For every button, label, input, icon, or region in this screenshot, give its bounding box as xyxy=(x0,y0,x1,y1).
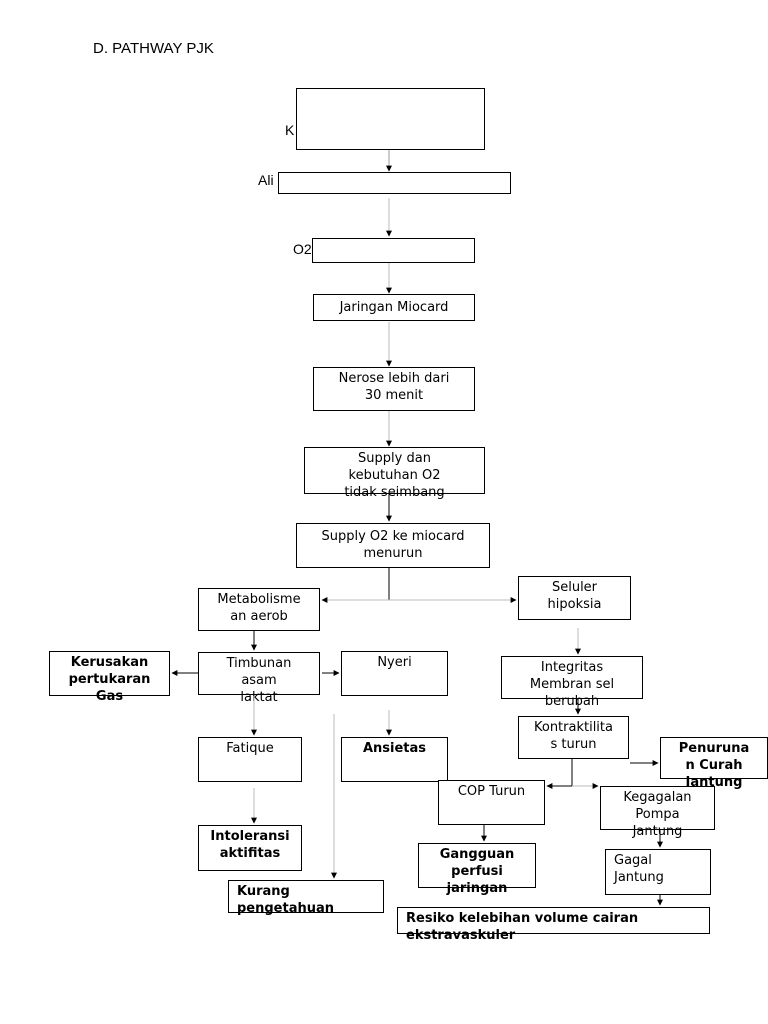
node-nyeri: Nyeri xyxy=(341,651,448,696)
node-gangguan-perfusi: Gangguan perfusi jaringan xyxy=(418,843,536,896)
node-jaringan-miocard: Jaringan Miocard xyxy=(313,294,475,321)
node-kerusakan: Kerusakan pertukaran Gas xyxy=(49,651,170,704)
node-kegagalan-pompa: Kegagalan Pompa Jantung xyxy=(600,786,715,839)
node-resiko: Resiko kelebihan volume cairan ekstravas… xyxy=(397,907,710,943)
node-intoleransi: Intoleransi aktifitas xyxy=(198,825,302,871)
node-ansietas: Ansietas xyxy=(341,737,448,782)
label-ali: Ali xyxy=(258,172,274,188)
node-penurunan-curah: Penuruna n Curah Jantung xyxy=(660,737,768,790)
node-ali-box xyxy=(278,172,511,194)
label-k: K xyxy=(285,122,295,138)
node-top-box xyxy=(296,88,485,150)
node-timbunan: Timbunan asam laktat xyxy=(198,652,320,705)
node-nerose: Nerose lebih dari 30 menit xyxy=(313,367,475,411)
page-title: D. PATHWAY PJK xyxy=(93,40,214,57)
node-o2-box xyxy=(312,238,475,263)
node-metabolisme: Metabolisme an aerob xyxy=(198,588,320,631)
node-supply-o2-menurun: Supply O2 ke miocard menurun xyxy=(296,523,490,568)
node-gagal-jantung: Gagal Jantung xyxy=(605,849,711,895)
node-kurang-pengetahuan: Kurang pengetahuan xyxy=(228,880,384,916)
label-o2: O2 xyxy=(293,241,312,257)
node-cop-turun: COP Turun xyxy=(438,780,545,825)
node-fatique: Fatique xyxy=(198,737,302,782)
node-seluler-hipoksia: Seluler hipoksia xyxy=(518,576,631,620)
node-integritas: Integritas Membran sel berubah xyxy=(501,656,643,709)
node-supply-kebutuhan: Supply dan kebutuhan O2 tidak seimbang xyxy=(304,447,485,500)
node-kontraktilitas: Kontraktilita s turun xyxy=(518,716,629,759)
